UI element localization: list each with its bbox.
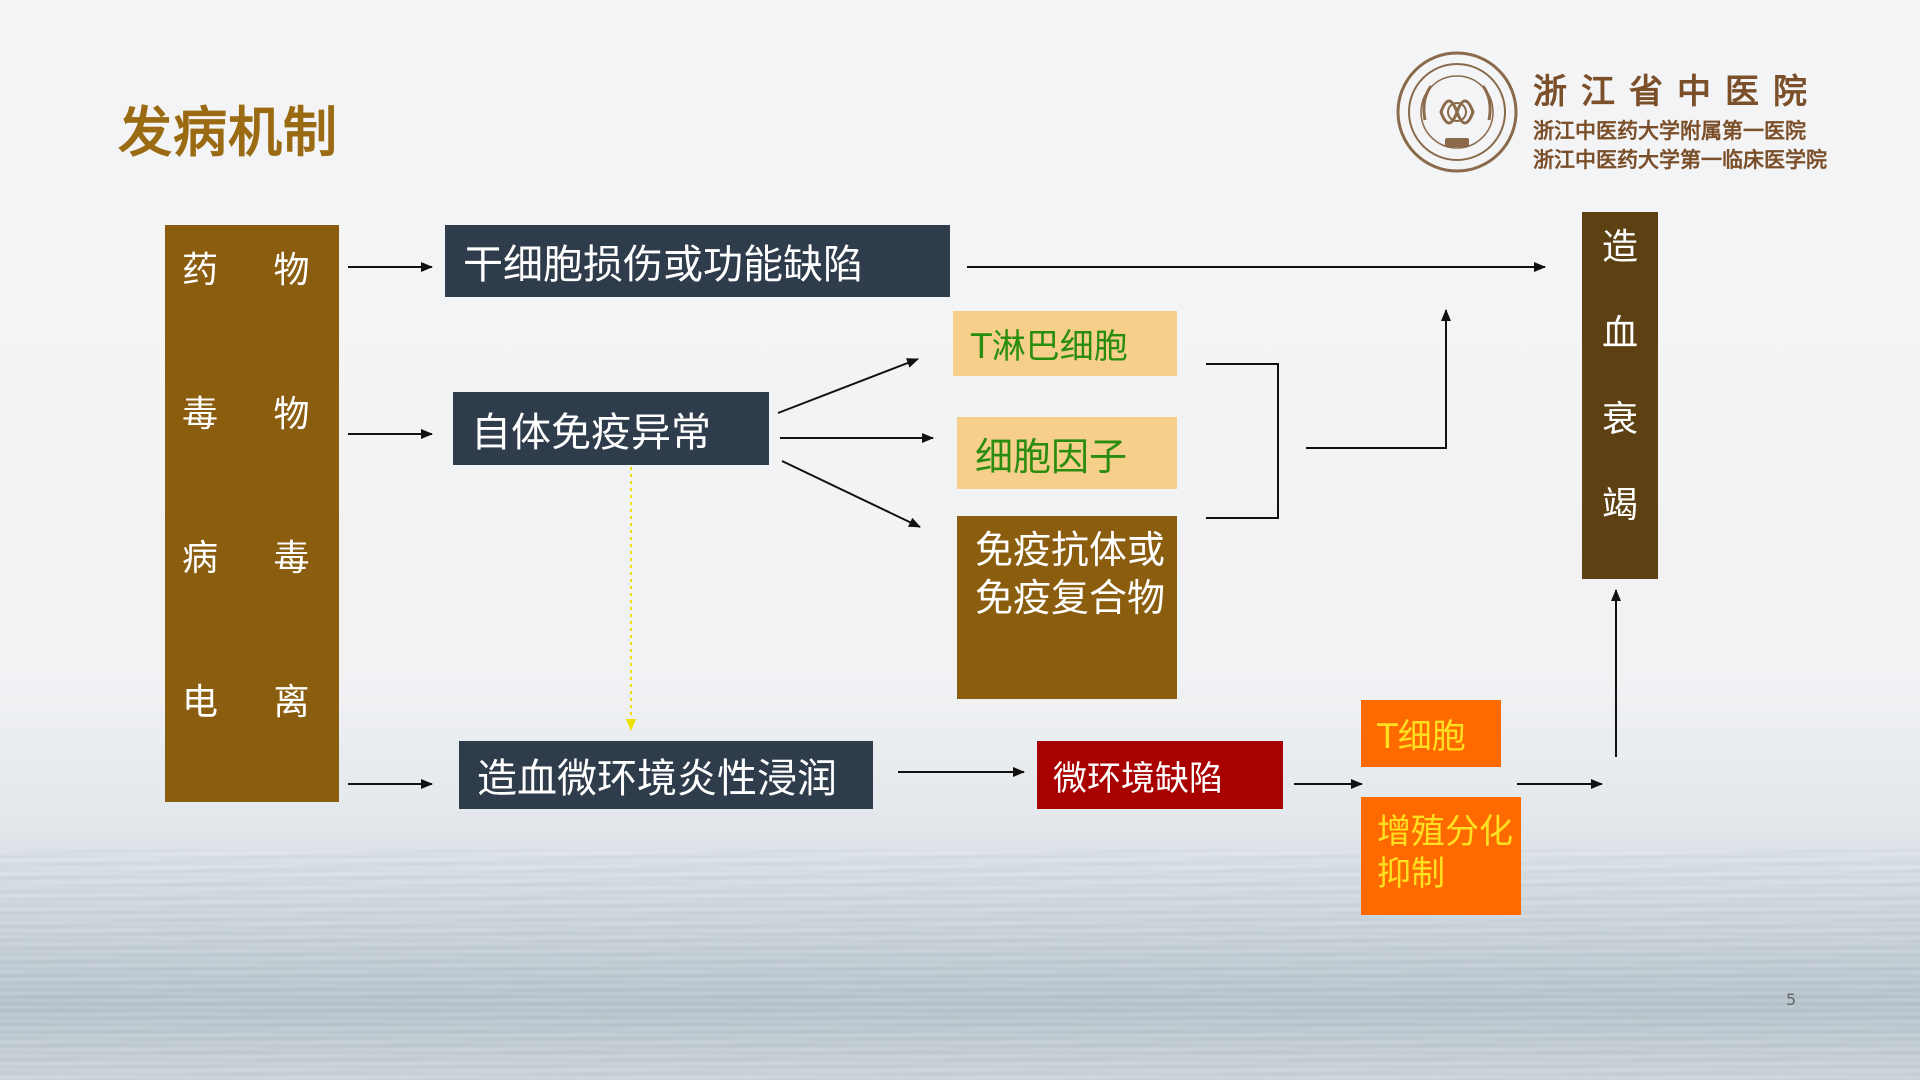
arrow-immune-to-antibody xyxy=(781,460,921,528)
hospital-subtitle-1: 浙江中医药大学附属第一医院 xyxy=(1533,119,1806,143)
hematopoietic-failure-box: 造 血 衰 竭 xyxy=(1582,212,1658,579)
result-char-1: 造 xyxy=(1601,227,1638,268)
arrow-immune-to-tlymph xyxy=(777,358,919,414)
arrow-bracket-to-failure xyxy=(1306,309,1451,449)
hospital-seal-icon xyxy=(1396,51,1518,173)
hospital-subtitle-2: 浙江中医药大学第一临床医学院 xyxy=(1533,148,1827,172)
autoimmune-box: 自体免疫异常 xyxy=(453,392,769,465)
cause-drug: 药 物 xyxy=(182,250,332,291)
t-lymphocyte-box: T淋巴细胞 xyxy=(953,311,1177,376)
microenv-defect-box: 微环境缺陷 xyxy=(1037,741,1283,809)
result-char-2: 血 xyxy=(1601,313,1638,354)
cause-radiation: 电 离 xyxy=(182,682,332,723)
result-char-3: 衰 xyxy=(1601,399,1638,440)
stem-cell-box: 干细胞损伤或功能缺陷 xyxy=(445,225,950,297)
page-number: 5 xyxy=(1786,990,1797,1009)
hospital-logo: 浙江省中医院 浙江中医药大学附属第一医院 浙江中医药大学第一临床医学院 xyxy=(1395,50,1835,180)
result-char-4: 竭 xyxy=(1601,485,1638,526)
hospital-name: 浙江省中医院 xyxy=(1533,72,1821,112)
cause-toxin: 毒 物 xyxy=(182,394,332,435)
t-cell-box: T细胞 xyxy=(1361,700,1501,767)
bracket-immune-outputs xyxy=(1206,363,1279,519)
causes-box: 药 物 毒 物 病 毒 电 离 xyxy=(165,225,339,802)
page-title: 发病机制 xyxy=(118,101,338,164)
cause-virus: 病 毒 xyxy=(182,538,332,579)
immune-antibody-box: 免疫抗体或免疫复合物 xyxy=(957,516,1177,699)
proliferation-inhibition-box: 增殖分化抑制 xyxy=(1361,797,1521,915)
microenv-infiltration-box: 造血微环境炎性浸润 xyxy=(459,741,873,809)
cytokine-box: 细胞因子 xyxy=(957,417,1177,489)
